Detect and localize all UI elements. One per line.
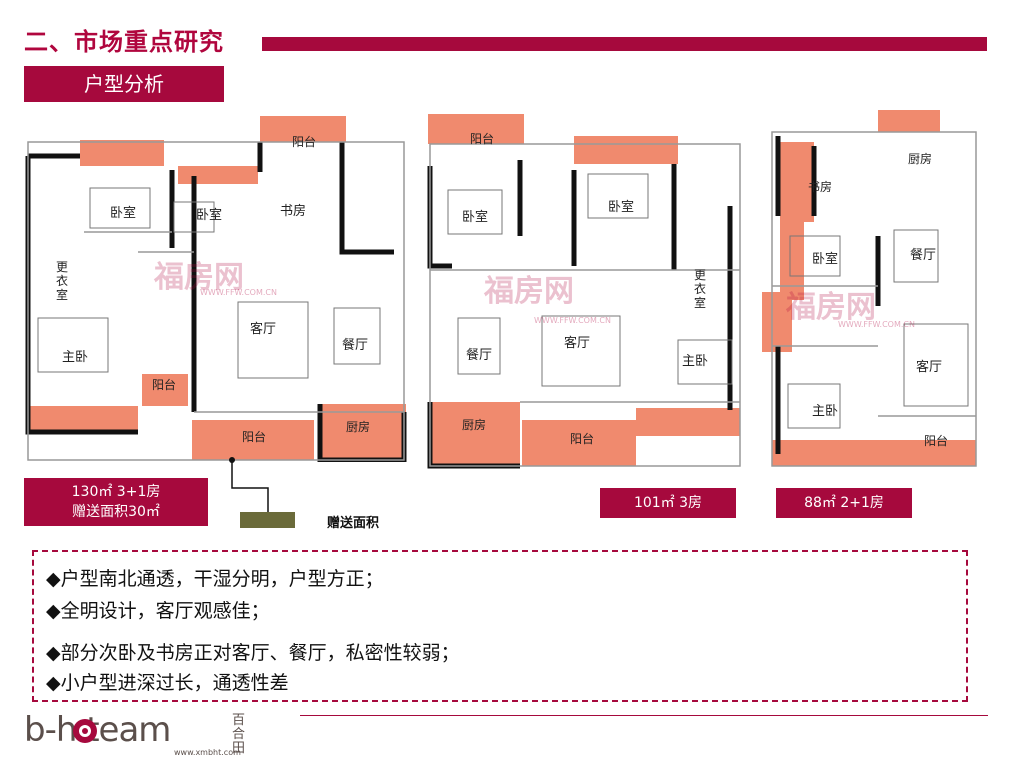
note-item: ◆全明设计，客厅观感佳； (46, 600, 270, 622)
logo-cn: 百合田 (232, 713, 246, 756)
room-label: 卧室 (196, 208, 223, 223)
logo-flower-icon (73, 719, 97, 743)
room-label: 厨房 (908, 152, 933, 166)
watermark-url: WWW.FFW.COM.CN (534, 316, 611, 325)
plan-label-line2: 赠送面积30㎡ (72, 504, 160, 520)
logo-text: b-h team (24, 710, 171, 750)
room-label: 餐厅 (910, 248, 937, 263)
room-label: 厨房 (346, 420, 371, 434)
room-label: 卧室 (812, 252, 839, 267)
watermark-url: WWW.FFW.COM.CN (838, 320, 915, 329)
watermark: 福房网 (786, 290, 876, 325)
floor-plan-88: 厨房 书房 卧室 餐厅 客厅 主卧 阳台 福房网 WWW.FFW.COM.CN (758, 106, 990, 470)
plan-label-130: 130㎡ 3+1房 赠送面积30㎡ (24, 478, 208, 526)
room-label: 主卧 (682, 354, 709, 369)
legend-swatch (240, 512, 295, 528)
room-label: 阳台 (924, 434, 949, 448)
footer-line (300, 715, 988, 716)
watermark-url: WWW.FFW.COM.CN (200, 288, 277, 297)
floor-plan-130: 阳台 卧室 卧室 书房 更衣室 客厅 餐厅 主卧 阳台 阳台 厨房 福房网 WW… (24, 112, 416, 462)
room-label: 书房 (808, 180, 833, 194)
room-label: 卧室 (110, 206, 137, 221)
notes-box: ◆户型南北通透，干湿分明，户型方正； ◆全明设计，客厅观感佳； ◆部分次卧及书房… (32, 550, 968, 702)
room-label: 卧室 (462, 210, 489, 225)
watermark: 福房网 (154, 260, 244, 295)
watermark: 福房网 (484, 274, 574, 309)
room-label: 阳台 (292, 135, 317, 149)
plan-label-88: 88㎡ 2+1房 (776, 488, 912, 518)
note-item: ◆部分次卧及书房正对客厅、餐厅，私密性较弱； (46, 642, 460, 664)
room-label: 主卧 (812, 404, 839, 419)
page-title: 二、市场重点研究 (24, 28, 224, 56)
room-label: 卧室 (608, 200, 635, 215)
room-label: 更衣室 (694, 268, 707, 310)
room-label: 阳台 (470, 132, 495, 146)
legend-label: 赠送面积 (327, 516, 380, 531)
room-label: 书房 (280, 204, 307, 219)
floor-plan-101: 阳台 卧室 卧室 更衣室 餐厅 客厅 主卧 厨房 阳台 福房网 WWW.FFW.… (424, 110, 746, 470)
room-label: 客厅 (916, 360, 943, 375)
room-label: 阳台 (152, 378, 177, 392)
room-label: 餐厅 (466, 348, 493, 363)
room-label: 客厅 (564, 336, 591, 351)
section-subtitle: 户型分析 (24, 66, 224, 102)
title-bar (262, 37, 987, 51)
note-item: ◆户型南北通透，干湿分明，户型方正； (46, 568, 384, 590)
legend-callout-line (229, 457, 269, 512)
logo-url: www.xmbht.com (174, 748, 241, 757)
room-label: 阳台 (242, 430, 267, 444)
plan-label-101: 101㎡ 3房 (600, 488, 736, 518)
room-label: 餐厅 (342, 338, 369, 353)
note-item: ◆小户型进深过长，通透性差 (46, 672, 289, 694)
room-label: 客厅 (250, 322, 277, 337)
room-label: 厨房 (462, 418, 487, 432)
company-logo: b-h team www.xmbht.com 百合田 (24, 710, 264, 760)
room-label: 更衣室 (56, 260, 69, 302)
room-label: 主卧 (62, 350, 89, 365)
plan-label-line1: 130㎡ 3+1房 (71, 484, 161, 500)
room-label: 阳台 (570, 432, 595, 446)
